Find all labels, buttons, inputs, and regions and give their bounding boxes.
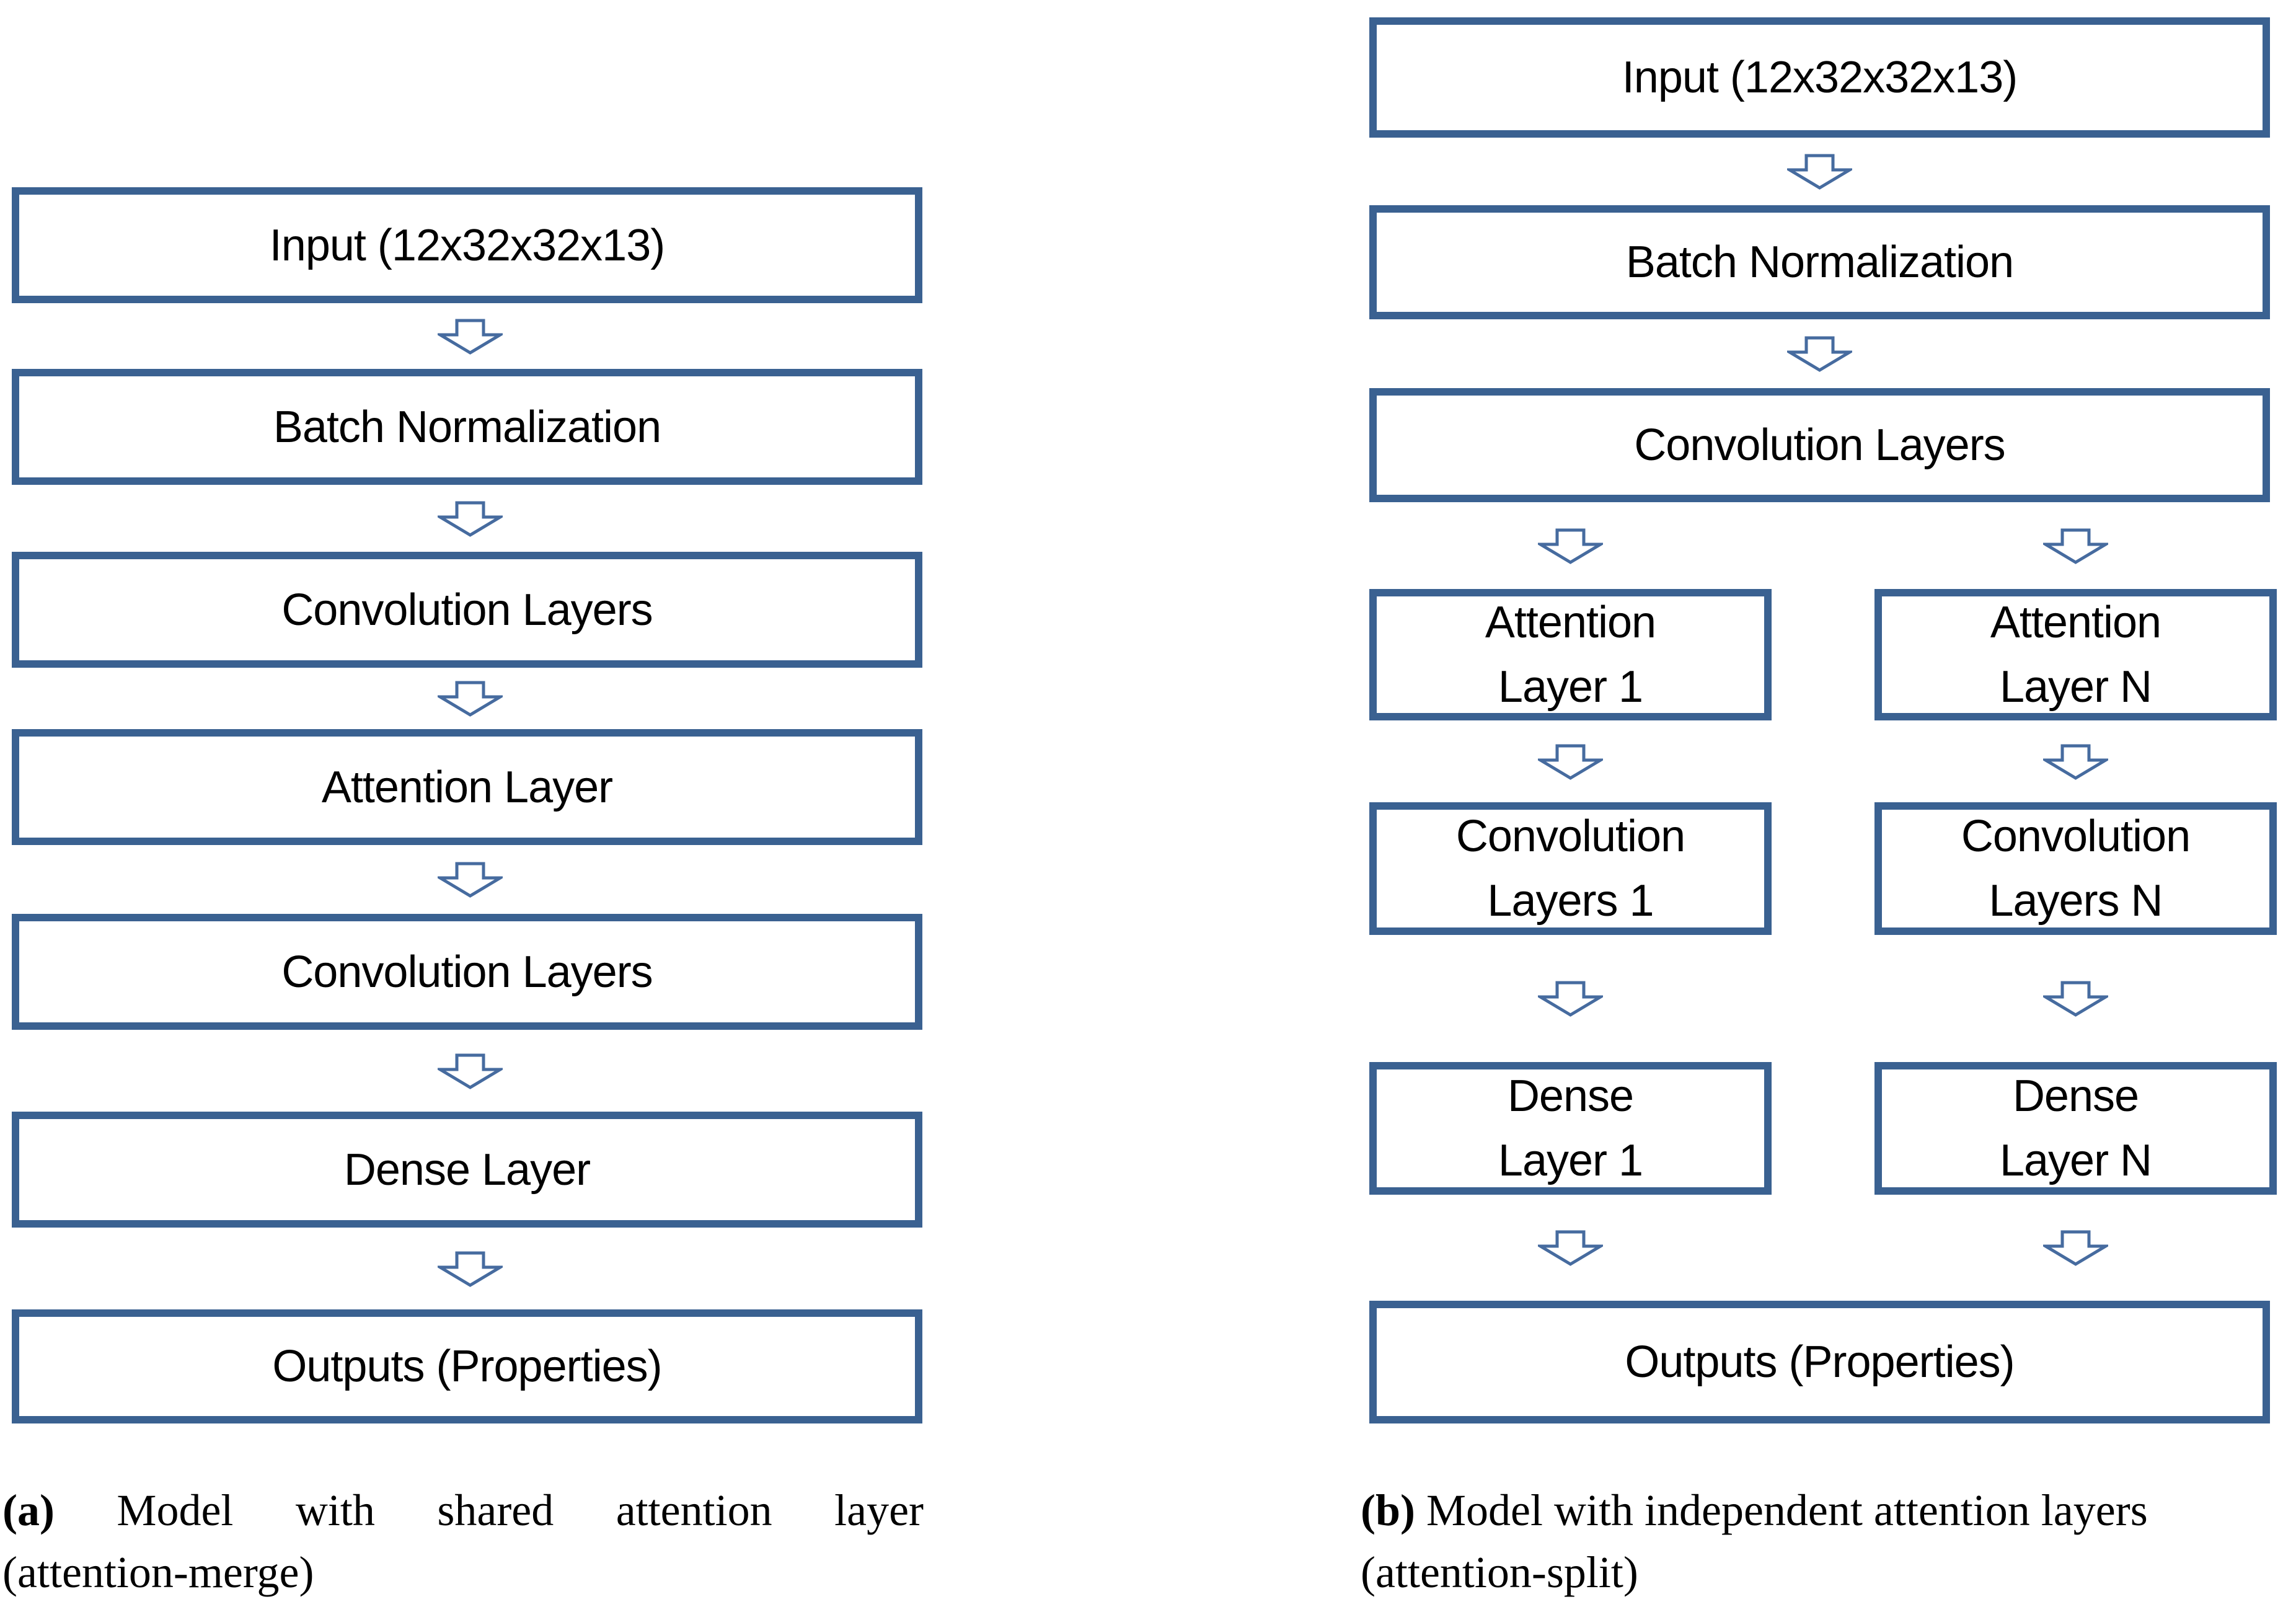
- down-arrow-icon: [1538, 744, 1603, 780]
- flow-node-b-input: Input (12x32x32x13): [1369, 17, 2270, 138]
- down-arrow-icon: [438, 681, 503, 717]
- node-line: Convolution: [1961, 812, 2191, 861]
- down-arrow-icon: [438, 319, 503, 355]
- down-arrow-icon: [1538, 981, 1603, 1017]
- node-line: Layers N: [1989, 876, 2163, 926]
- flow-node-b-conv-shared: Convolution Layers: [1369, 388, 2270, 502]
- flow-node-b-dense-n: Dense Layer N: [1874, 1062, 2277, 1195]
- flow-node-a-dense: Dense Layer: [12, 1112, 922, 1228]
- flow-node-a-batchnorm: Batch Normalization: [12, 369, 922, 485]
- node-line: Layer 1: [1498, 662, 1643, 712]
- panel-b-caption-line2: (attention-split): [1361, 1547, 1638, 1597]
- panel-b-caption-text: Model with independent attention layers: [1426, 1485, 2148, 1535]
- node-line: Dense: [1507, 1071, 1634, 1121]
- down-arrow-icon: [438, 1251, 503, 1287]
- flow-node-a-conv1: Convolution Layers: [12, 552, 922, 668]
- panel-a-caption: (a) Model with shared attention layer (a…: [2, 1479, 924, 1603]
- down-arrow-icon: [2043, 1230, 2108, 1266]
- down-arrow-icon: [438, 862, 503, 898]
- panel-b-caption-line1: (b) Model with independent attention lay…: [1361, 1479, 2282, 1541]
- down-arrow-icon: [1538, 528, 1603, 564]
- node-line: Convolution: [1455, 812, 1685, 861]
- flow-node-a-outputs: Outputs (Properties): [12, 1309, 922, 1423]
- node-line: Layer 1: [1498, 1136, 1643, 1185]
- down-arrow-icon: [1787, 336, 1852, 372]
- flow-node-a-attention: Attention Layer: [12, 729, 922, 845]
- down-arrow-icon: [1787, 154, 1852, 190]
- down-arrow-icon: [2043, 744, 2108, 780]
- node-line: Attention: [1990, 598, 2161, 647]
- node-line: Dense: [2012, 1071, 2139, 1121]
- panel-b-caption: (b) Model with independent attention lay…: [1361, 1479, 2282, 1603]
- panel-b-label: (b): [1361, 1485, 1415, 1535]
- panel-a-caption-line2: (attention-merge): [2, 1547, 314, 1597]
- node-line: Layer N: [1999, 662, 2152, 712]
- flow-node-b-conv-1: Convolution Layers 1: [1369, 802, 1772, 935]
- flow-node-b-attention-1: Attention Layer 1: [1369, 589, 1772, 720]
- panel-a-label: (a): [2, 1485, 55, 1535]
- down-arrow-icon: [1538, 1230, 1603, 1266]
- flow-node-b-batchnorm: Batch Normalization: [1369, 205, 2270, 319]
- flow-node-a-conv2: Convolution Layers: [12, 914, 922, 1030]
- node-line: Layer N: [1999, 1136, 2152, 1185]
- down-arrow-icon: [438, 1053, 503, 1089]
- node-line: Attention: [1485, 598, 1656, 647]
- panel-a-caption-text: Model with shared attention layer: [117, 1485, 924, 1535]
- down-arrow-icon: [2043, 528, 2108, 564]
- flow-node-b-attention-n: Attention Layer N: [1874, 589, 2277, 720]
- flow-node-b-dense-1: Dense Layer 1: [1369, 1062, 1772, 1195]
- down-arrow-icon: [2043, 981, 2108, 1017]
- panel-a-caption-line1: (a) Model with shared attention layer: [2, 1479, 924, 1541]
- flow-node-b-conv-n: Convolution Layers N: [1874, 802, 2277, 935]
- down-arrow-icon: [438, 501, 503, 537]
- node-line: Layers 1: [1487, 876, 1654, 926]
- flow-node-b-outputs: Outputs (Properties): [1369, 1301, 2270, 1423]
- flow-node-a-input: Input (12x32x32x13): [12, 187, 922, 303]
